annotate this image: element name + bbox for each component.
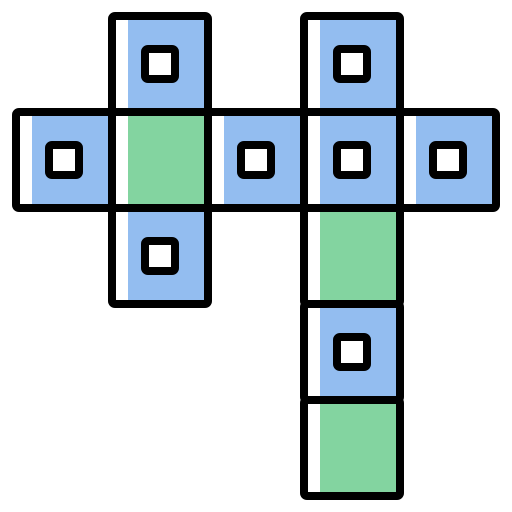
cell-row-5-highlight: [402, 114, 416, 206]
cell-row-4: [304, 112, 400, 208]
cell-top-right-stem-highlight: [306, 18, 320, 110]
cell-right-down-2-marker: [333, 333, 371, 371]
cell-left-down-1: [112, 208, 208, 304]
cell-row-3-marker: [237, 141, 275, 179]
cell-row-3-highlight: [210, 114, 224, 206]
cell-row-2-highlight: [114, 114, 128, 206]
cell-row-1: [16, 112, 112, 208]
cell-row-5: [400, 112, 496, 208]
cell-top-left-stem-marker: [141, 45, 179, 83]
cell-right-down-1: [304, 208, 400, 304]
cell-top-left-stem: [112, 16, 208, 112]
cell-top-right-stem: [304, 16, 400, 112]
cell-left-down-1-highlight: [114, 210, 128, 302]
cell-row-1-highlight: [18, 114, 32, 206]
cell-row-1-marker: [45, 141, 83, 179]
cell-right-down-1-highlight: [306, 210, 320, 302]
cell-left-down-1-marker: [141, 237, 179, 275]
cell-row-2: [112, 112, 208, 208]
cell-top-left-stem-highlight: [114, 18, 128, 110]
cell-row-5-outline: [396, 108, 500, 212]
cell-right-down-2: [304, 304, 400, 400]
cell-row-4-highlight: [306, 114, 320, 206]
cell-row-4-marker: [333, 141, 371, 179]
cell-right-down-3-highlight: [306, 402, 320, 494]
cell-row-5-marker: [429, 141, 467, 179]
cell-right-down-3-outline: [300, 396, 404, 500]
cell-left-down-1-outline: [108, 204, 212, 308]
cell-right-down-2-highlight: [306, 306, 320, 398]
cell-right-down-3: [304, 400, 400, 496]
cell-row-3: [208, 112, 304, 208]
cell-top-right-stem-marker: [333, 45, 371, 83]
